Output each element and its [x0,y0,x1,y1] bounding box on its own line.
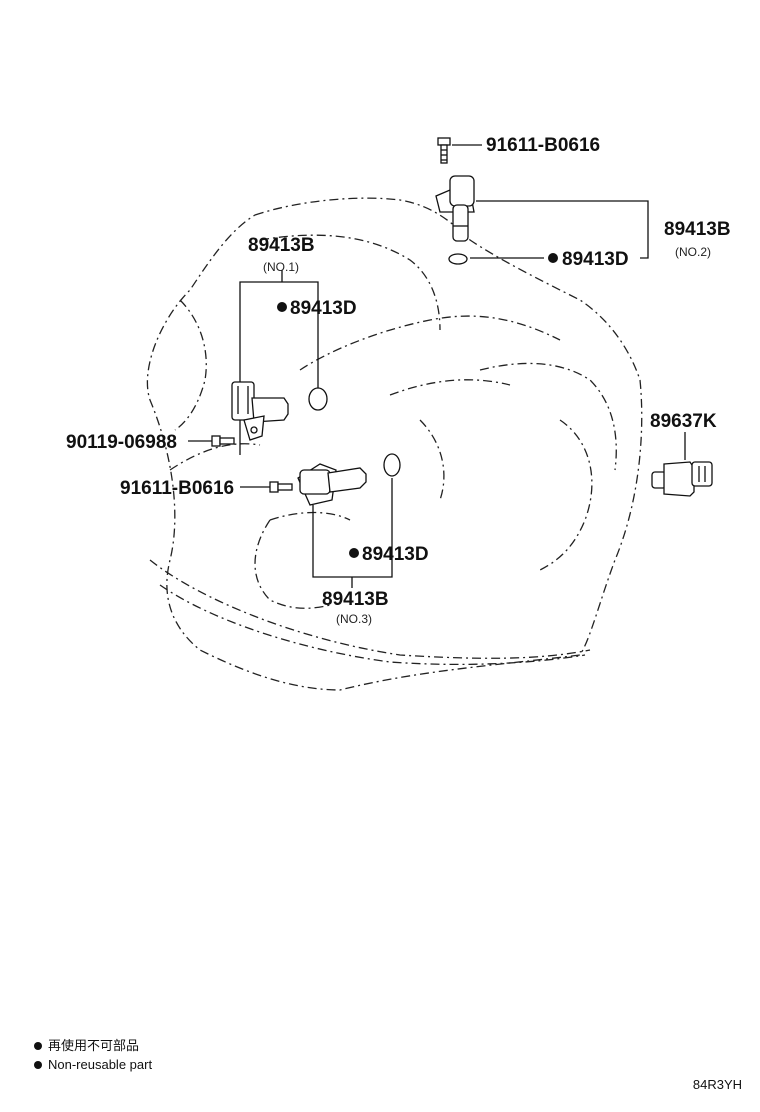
o-ring-no3 [383,453,401,477]
label-oring-no3: 89413D [362,544,429,565]
label-sensor-no1: 89413B [248,235,315,256]
transmission-case-outline [146,197,643,691]
bolt-mid [269,481,293,493]
label-sensor-no2: 89413B [664,219,731,240]
label-sensor-no2-sub: (NO.2) [675,245,711,259]
non-reusable-marker [349,548,359,558]
legend-row-en: Non-reusable part [34,1055,152,1074]
label-oring-no1: 89413D [290,298,357,319]
bullet-icon [34,1060,42,1069]
label-bolt-top: 91611-B0616 [486,135,600,156]
non-reusable-marker [548,253,558,263]
speed-sensor-no1 [231,381,289,441]
label-knock-sensor: 89637K [650,411,717,432]
label-sensor-no3: 89413B [322,589,389,610]
bullet-icon [34,1041,42,1050]
label-sensor-no1-sub: (NO.1) [263,260,299,274]
bolt-top [437,137,451,164]
o-ring-no2 [448,253,468,265]
leader-lines [188,144,686,588]
knock-sensor [651,461,713,497]
legend-row-jp: 再使用不可部品 [34,1036,152,1055]
speed-sensor-no3 [297,463,367,506]
o-ring-no1 [308,387,328,411]
legend: 再使用不可部品 Non-reusable part [34,1036,152,1074]
legend-text-en: Non-reusable part [48,1057,153,1072]
non-reusable-marker [277,302,287,312]
legend-text-jp: 再使用不可部品 [48,1038,140,1053]
speed-sensor-no2 [435,175,475,242]
label-sensor-no3-sub: (NO.3) [336,612,372,626]
diagram-code: 84R3YH [692,1077,742,1092]
label-oring-no2: 89413D [562,249,629,270]
label-bolt-left: 90119-06988 [66,432,177,453]
bolt-left [211,435,235,447]
label-bolt-mid: 91611-B0616 [120,478,234,499]
